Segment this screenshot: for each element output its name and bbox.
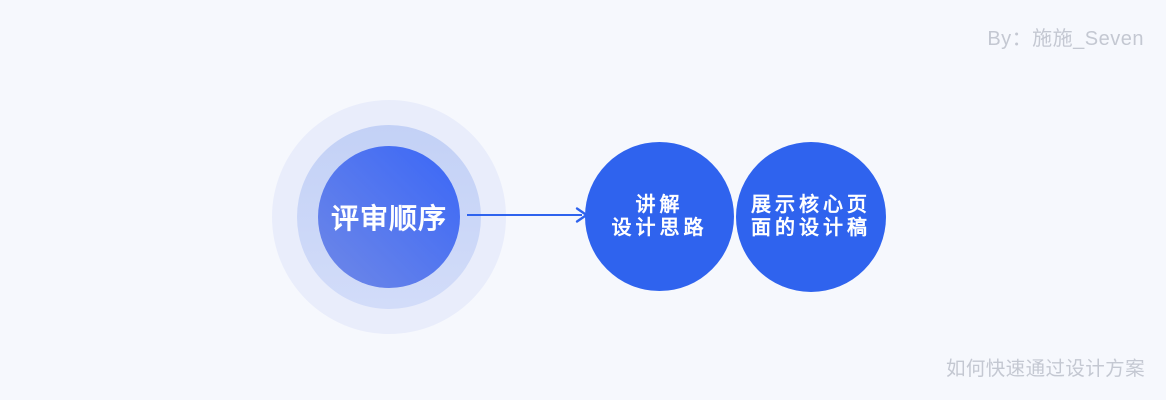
flow-arrow-icon xyxy=(467,207,588,223)
hub-label: 评审顺序 xyxy=(330,203,447,234)
footer-caption: 如何快速通过设计方案 xyxy=(945,358,1145,380)
node-text-line: 展示核心页 xyxy=(751,194,871,216)
hub-core-circle: 评审顺序 xyxy=(318,146,460,288)
node-explain-design-thinking: 讲解 设计思路 xyxy=(585,142,734,291)
node-text-line: 面的设计稿 xyxy=(751,217,871,239)
node-explain-text: 讲解 设计思路 xyxy=(612,194,708,240)
node-text-line: 讲解 xyxy=(635,193,684,216)
node-show-core-pages: 展示核心页 面的设计稿 xyxy=(736,142,886,292)
author-credit: By：施施_Seven xyxy=(987,28,1144,50)
node-text-line: 设计思路 xyxy=(611,216,708,239)
node-show-text: 展示核心页 面的设计稿 xyxy=(751,194,871,240)
